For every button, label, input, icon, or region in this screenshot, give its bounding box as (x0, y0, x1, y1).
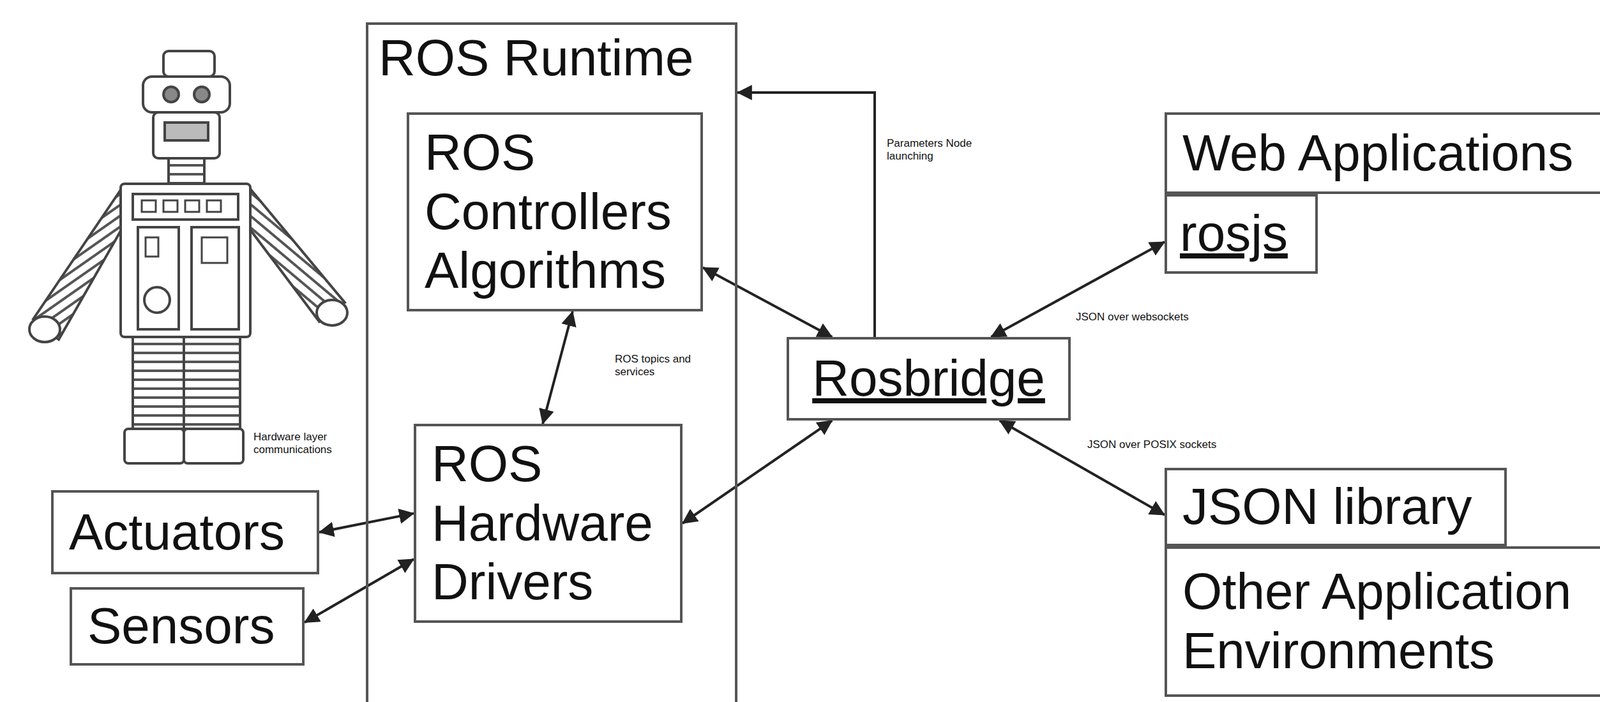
application-box: Other Application Environments (1164, 546, 1600, 698)
robot-foot (183, 429, 244, 464)
note-label: Hardware layer communications (251, 430, 364, 458)
robot-mouth (164, 122, 209, 141)
box-label: ROS Hardware Drivers (431, 434, 665, 613)
box-label: rosjs (1179, 204, 1303, 264)
robot-head (143, 76, 230, 113)
connector-label: ROS topics and services (612, 352, 719, 380)
robot-foot (124, 429, 184, 464)
robot-button (141, 200, 156, 212)
box-label: Web Applications (1182, 123, 1600, 184)
connector-label: JSON over websockets (1073, 310, 1191, 325)
robot-body (120, 183, 251, 338)
box-label: ROS Controllers Algorithms (424, 123, 686, 301)
connector-label: Parameters Node launching (884, 136, 985, 165)
robot-dial (144, 287, 170, 313)
robot-hand (29, 316, 61, 343)
application-box: Web Applications (1164, 112, 1600, 195)
robot-neck (168, 158, 205, 184)
connector (702, 267, 832, 338)
connector (542, 311, 573, 424)
library-box: rosjs (1164, 194, 1318, 274)
connector (737, 92, 875, 338)
connector (682, 420, 832, 524)
robot-button (206, 200, 221, 212)
robot-hand (316, 300, 348, 326)
box-label: ROS Runtime (378, 28, 725, 89)
robot-leg (183, 337, 241, 430)
robot-panel (137, 227, 179, 330)
box-label: Sensors (87, 596, 287, 657)
library-box: JSON library (1164, 467, 1507, 547)
robot-button (163, 200, 178, 212)
robot-eye (163, 86, 179, 103)
robot-leg (132, 337, 184, 430)
box-label: Actuators (68, 503, 302, 563)
robot-eye (194, 86, 210, 103)
robot-face (153, 112, 220, 159)
robot-button (145, 237, 159, 257)
robot-head-top (163, 51, 215, 77)
box-label: Rosbridge (804, 349, 1053, 409)
box-label: Other Application Environments (1182, 562, 1600, 682)
robot-panel (132, 194, 239, 220)
box-label: JSON library (1182, 477, 1489, 537)
robot-panel (191, 227, 239, 330)
controller-box: ROS Controllers Algorithms (406, 112, 703, 312)
robot-screen (201, 237, 228, 264)
connector (304, 559, 414, 623)
robot-button (185, 200, 200, 212)
driver-box: ROS Hardware Drivers (413, 423, 683, 624)
connector-label: JSON over POSIX sockets (1085, 437, 1219, 453)
actuator-box: Actuators (51, 490, 320, 575)
connector (999, 420, 1165, 516)
sensor-box: Sensors (69, 587, 305, 666)
bridge-box: Rosbridge (786, 337, 1071, 421)
